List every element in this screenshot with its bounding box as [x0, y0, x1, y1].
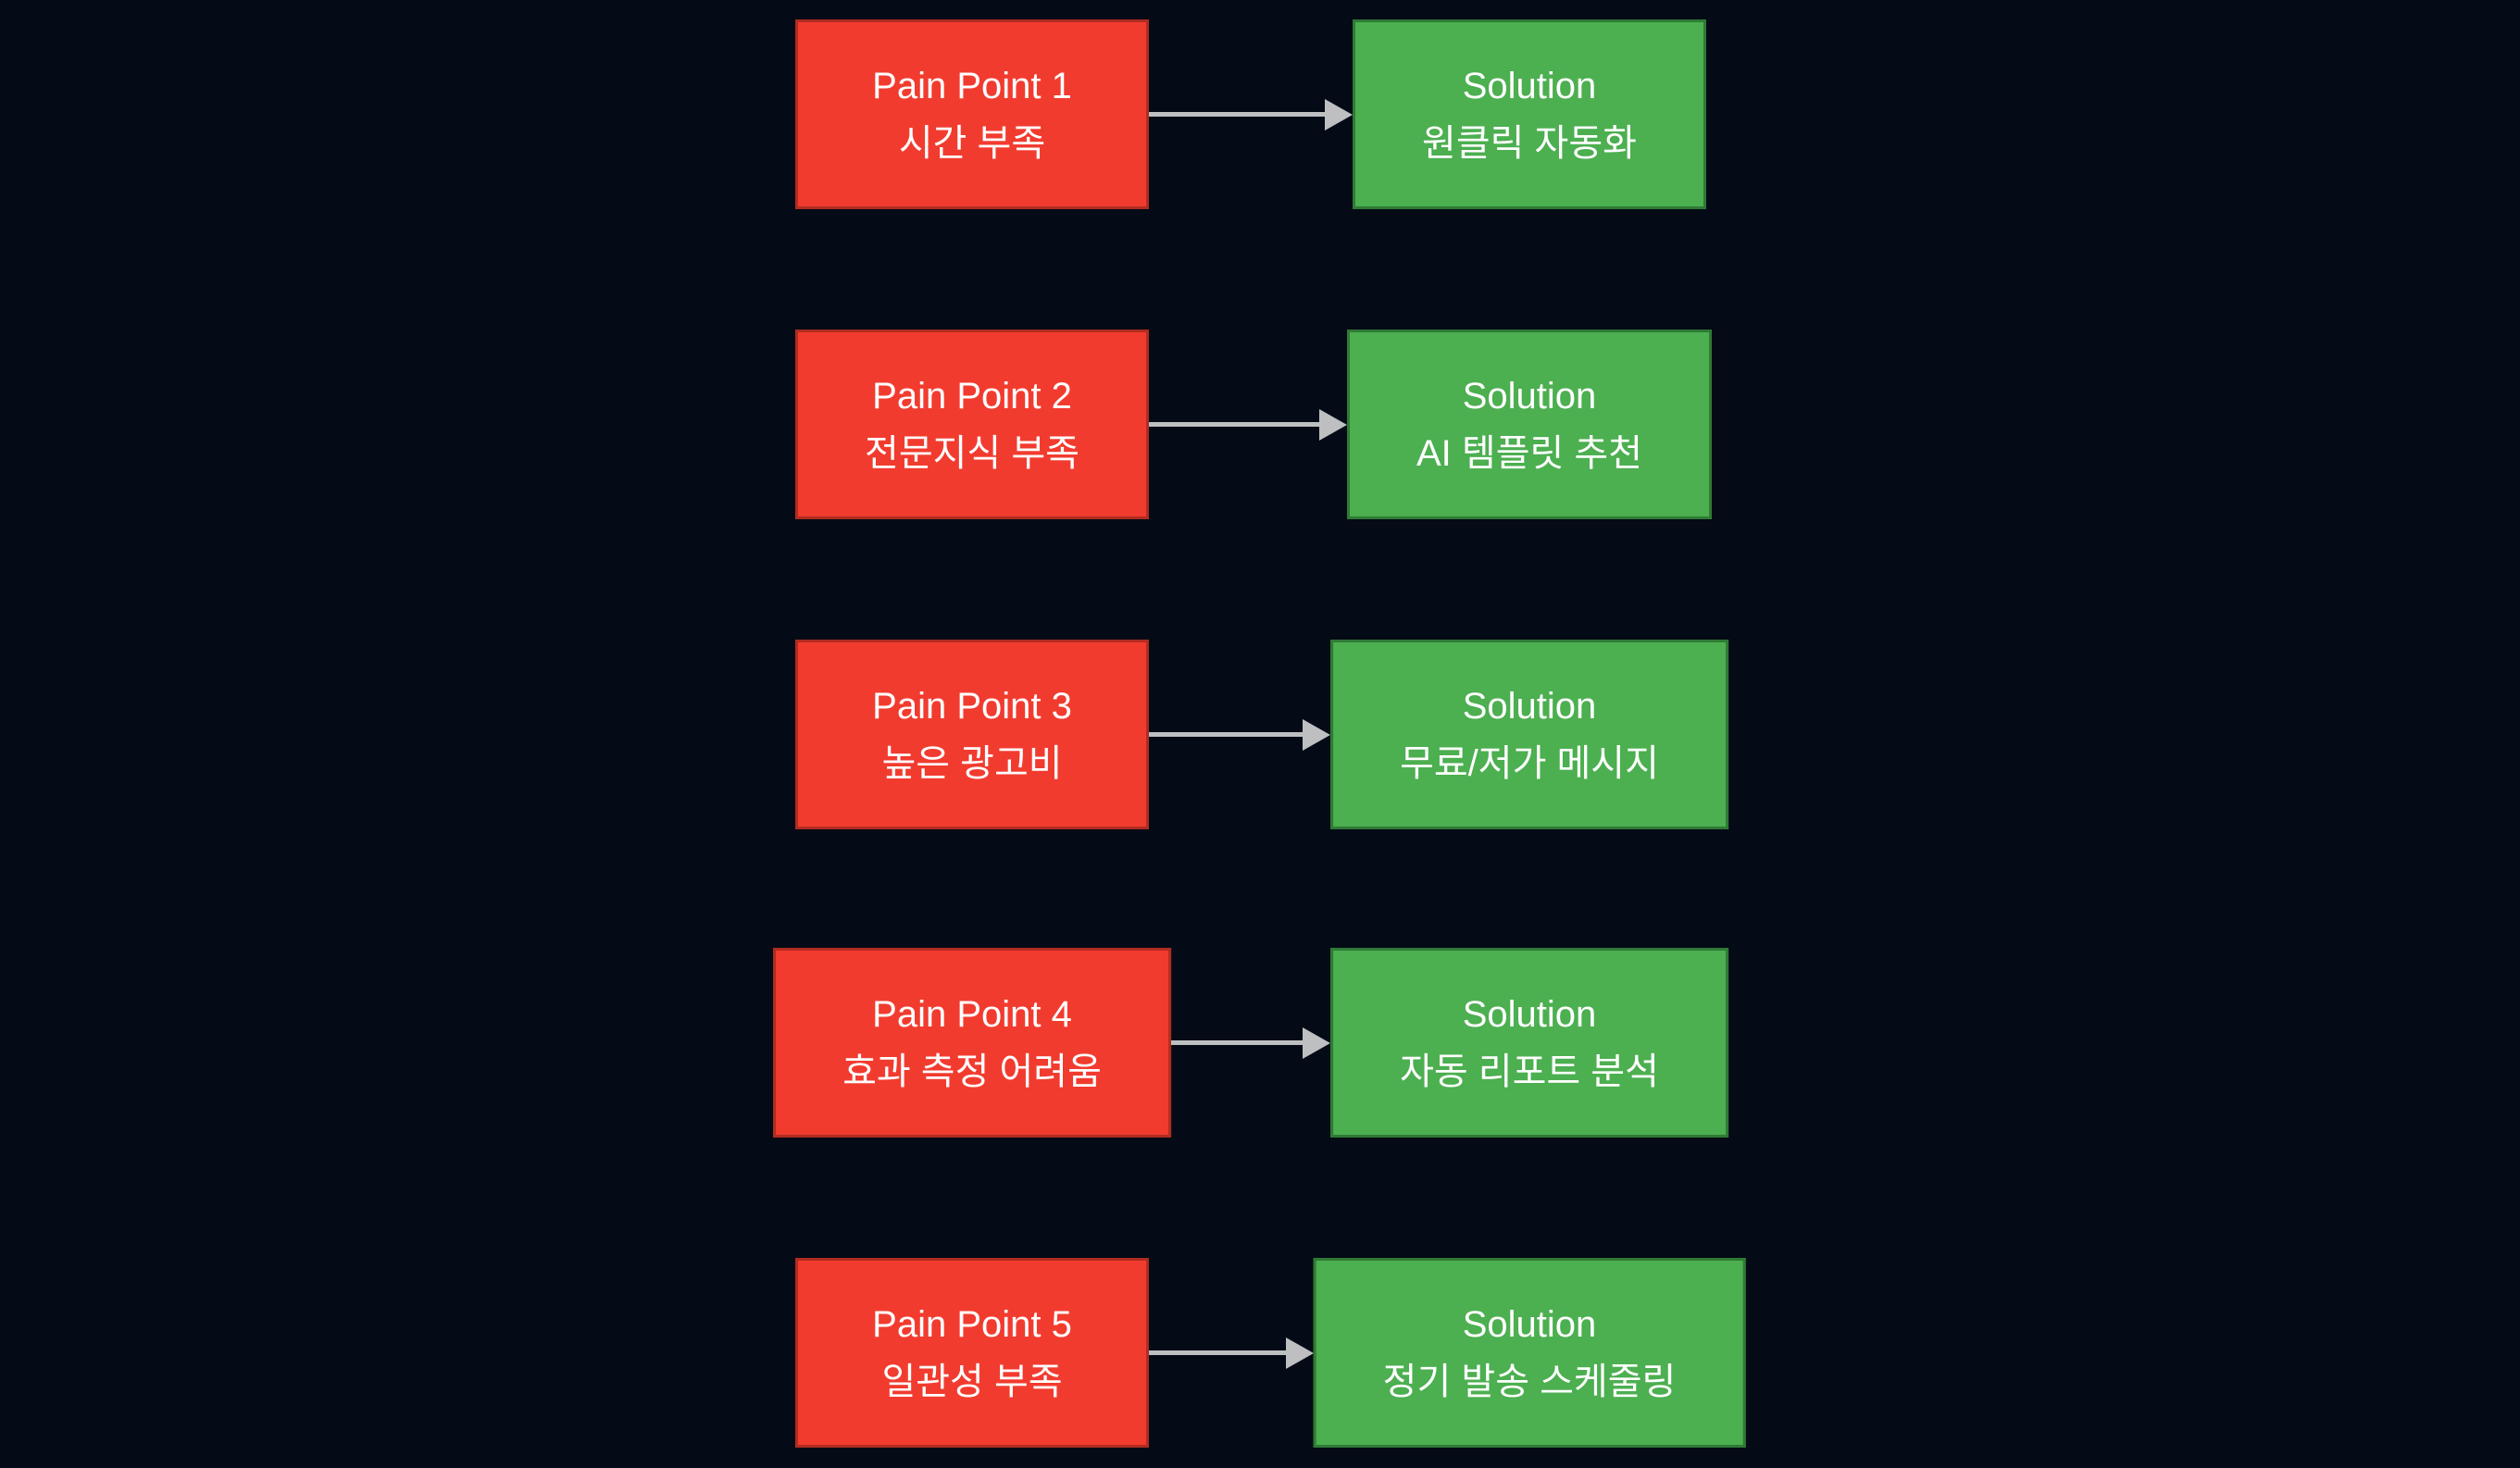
solution-title: Solution	[1462, 993, 1597, 1035]
pain-solution-row: Pain Point 3 높은 광고비 Solution 무료/저가 메시지	[0, 640, 2520, 829]
pain-point-subtitle: 일관성 부족	[881, 1361, 1063, 1402]
pain-point-subtitle: 높은 광고비	[881, 742, 1063, 784]
solution-box: Solution 정기 발송 스케줄링	[1313, 1258, 1746, 1448]
arrow-line	[1149, 1350, 1288, 1355]
solution-subtitle: 자동 리포트 분석	[1400, 1051, 1659, 1092]
solution-subtitle: 원클릭 자동화	[1422, 122, 1637, 164]
arrow-head-icon	[1318, 409, 1347, 441]
pain-point-subtitle: 효과 측정 어려움	[842, 1051, 1102, 1092]
arrow-head-icon	[1285, 1337, 1314, 1369]
pain-solution-row: Pain Point 2 전문지식 부족 Solution AI 템플릿 추천	[0, 330, 2520, 519]
solution-box: Solution AI 템플릿 추천	[1346, 330, 1713, 519]
solution-subtitle: AI 템플릿 추천	[1416, 432, 1643, 474]
pain-point-subtitle: 시간 부족	[898, 122, 1046, 164]
arrow-line	[1149, 112, 1327, 117]
solution-title: Solution	[1462, 65, 1597, 106]
solution-box: Solution 원클릭 자동화	[1353, 19, 1706, 209]
pain-point-title: Pain Point 3	[872, 685, 1072, 727]
solution-box: Solution 자동 리포트 분석	[1330, 948, 1728, 1138]
arrow-line	[1170, 1040, 1305, 1045]
arrow-head-icon	[1303, 1027, 1331, 1059]
solution-title: Solution	[1462, 685, 1597, 727]
pain-solution-row: Pain Point 1 시간 부족 Solution 원클릭 자동화	[0, 19, 2520, 209]
pain-point-subtitle: 전문지식 부족	[865, 432, 1079, 474]
pain-point-box: Pain Point 1 시간 부족	[795, 19, 1149, 209]
arrow-line	[1149, 732, 1305, 737]
solution-title: Solution	[1462, 1303, 1597, 1345]
pain-point-title: Pain Point 4	[872, 993, 1072, 1035]
arrow-head-icon	[1303, 719, 1331, 751]
pain-solution-row: Pain Point 5 일관성 부족 Solution 정기 발송 스케줄링	[0, 1258, 2520, 1448]
arrow-head-icon	[1325, 99, 1353, 131]
pain-point-title: Pain Point 2	[872, 375, 1072, 417]
solution-box: Solution 무료/저가 메시지	[1330, 640, 1728, 829]
solution-subtitle: 정기 발송 스케줄링	[1382, 1361, 1677, 1402]
arrow-line	[1149, 422, 1321, 427]
pain-point-title: Pain Point 5	[872, 1303, 1072, 1345]
solution-title: Solution	[1462, 375, 1597, 417]
pain-point-box: Pain Point 3 높은 광고비	[795, 640, 1149, 829]
solution-subtitle: 무료/저가 메시지	[1400, 742, 1659, 784]
pain-point-box: Pain Point 2 전문지식 부족	[795, 330, 1149, 519]
pain-point-title: Pain Point 1	[872, 65, 1072, 106]
pain-point-box: Pain Point 4 효과 측정 어려움	[773, 948, 1171, 1138]
pain-solution-row: Pain Point 4 효과 측정 어려움 Solution 자동 리포트 분…	[0, 948, 2520, 1138]
pain-point-box: Pain Point 5 일관성 부족	[795, 1258, 1149, 1448]
